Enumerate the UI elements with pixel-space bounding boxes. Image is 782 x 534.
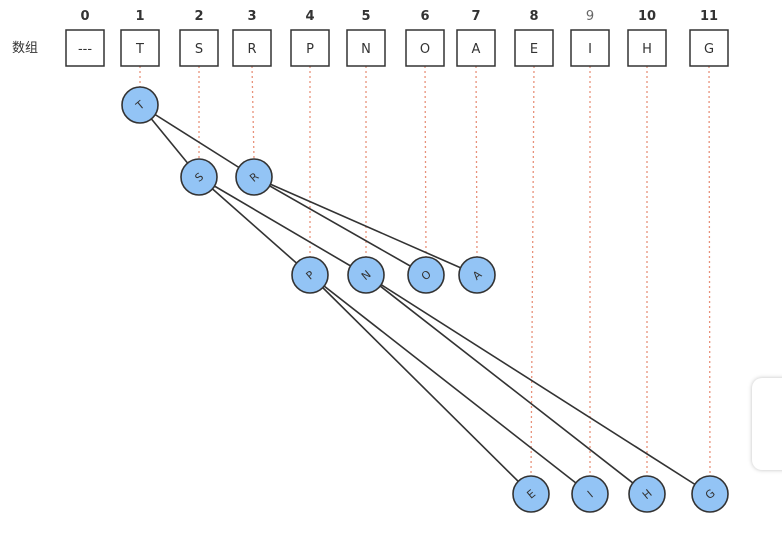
array-cell-11: [689, 29, 729, 67]
array-cell-value-10: H: [642, 42, 652, 57]
tree-node-circle: [407, 256, 445, 294]
array-cell-3: [232, 29, 272, 67]
array-cell-value-4: P: [306, 42, 314, 57]
guide-line-6: [424, 65, 427, 258]
tree-node-circle: [691, 475, 729, 513]
array-cell-10: [627, 29, 667, 67]
array-index-1: 1: [135, 9, 144, 24]
array-cell-9: [570, 29, 610, 67]
tree-edge-R-O: [253, 176, 427, 276]
array-index-3: 3: [247, 9, 256, 24]
tree-node-circle: [512, 475, 550, 513]
tree-node-circle: [180, 158, 218, 196]
tree-node-H: H: [628, 475, 666, 513]
tree-node-O: O: [407, 256, 445, 294]
array-index-0: 0: [80, 9, 89, 24]
array-cell-value-7: A: [472, 42, 481, 57]
array-cell-value-1: T: [135, 42, 144, 57]
tree-node-circle: [347, 256, 385, 294]
tree-edge-T-R: [139, 104, 255, 178]
array-cell-value-9: I: [588, 42, 592, 57]
tree-node-S: S: [180, 158, 218, 196]
array-cell-value-11: G: [704, 42, 714, 57]
array-cells: 0 --- 1T 2S 3R 4P 5N 6O 7A 8E 9I 10H 11G: [65, 9, 729, 67]
array-index-2: 2: [194, 9, 203, 24]
array-index-6: 6: [420, 9, 429, 24]
tree-edge-N-H: [365, 274, 648, 495]
tree-node-circle: [291, 256, 329, 294]
tree-node-T: T: [121, 86, 159, 124]
array-cell-value-5: N: [361, 42, 371, 57]
array-cell-6: [405, 29, 445, 67]
array-index-10: 10: [638, 9, 656, 24]
array-cell-2: [179, 29, 219, 67]
tree-node-I: I: [571, 475, 609, 513]
guide-line-3: [251, 65, 255, 160]
array-cell-value-2: S: [195, 42, 203, 57]
tree-edge-P-I: [309, 274, 591, 495]
guide-lines: [139, 65, 711, 477]
guide-line-11: [708, 65, 711, 477]
array-cell-0: [65, 29, 105, 67]
tree-edge-R-A: [253, 176, 478, 276]
array-index-5: 5: [361, 9, 370, 24]
array-cell-value-0: ---: [78, 42, 92, 57]
guide-line-8: [530, 65, 535, 477]
tree-edge-S-N: [198, 176, 367, 276]
tree-edge-P-E: [309, 274, 532, 495]
tree-node-E: E: [512, 475, 550, 513]
array-cell-value-3: R: [247, 42, 256, 57]
array-index-7: 7: [471, 9, 480, 24]
array-cell-5: [346, 29, 386, 67]
tree-node-circle: [235, 158, 273, 196]
tree-node-circle: [121, 86, 159, 124]
array-cell-value-6: O: [420, 42, 430, 57]
tree-node-G: G: [691, 475, 729, 513]
array-cell-4: [290, 29, 330, 67]
array-cell-7: [456, 29, 496, 67]
tree-node-P: P: [291, 256, 329, 294]
side-panel-card: [752, 378, 782, 470]
tree-edge-S-P: [198, 176, 311, 276]
array-cell-1: [120, 29, 160, 67]
array-cell-value-8: E: [530, 42, 538, 57]
tree-node-label: I: [585, 488, 596, 500]
tree-node-circle: [628, 475, 666, 513]
tree-node-circle: [571, 475, 609, 513]
array-index-8: 8: [529, 9, 538, 24]
tree-edges: [139, 104, 711, 495]
array-index-4: 4: [305, 9, 314, 24]
row-label: 数组: [12, 41, 38, 56]
tree-node-circle: [458, 256, 496, 294]
array-index-9: 9: [586, 9, 594, 24]
guide-line-7: [475, 65, 478, 258]
tree-node-N: N: [347, 256, 385, 294]
array-index-11: 11: [700, 9, 718, 24]
tree-edge-N-G: [365, 274, 711, 495]
tree-node-R: R: [235, 158, 273, 196]
array-cell-8: [514, 29, 554, 67]
tree-node-A: A: [458, 256, 496, 294]
